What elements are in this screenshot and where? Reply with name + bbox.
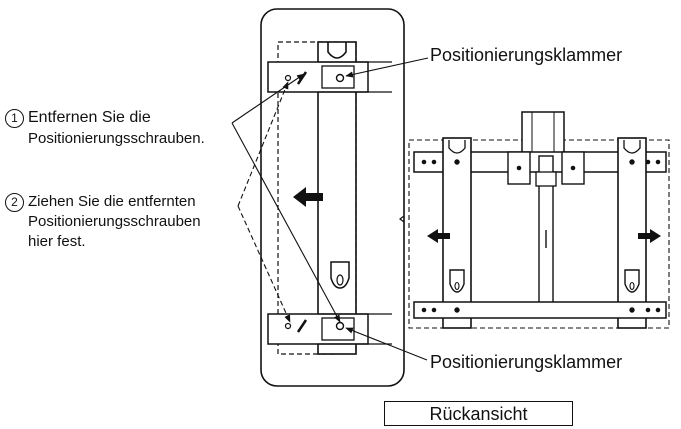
slide-left-arrow-icon bbox=[293, 187, 323, 207]
step2-line1: Ziehen Sie die entfernten bbox=[28, 193, 196, 210]
clamp-bottom-label: Positionierungsklammer bbox=[430, 352, 623, 372]
step2-line2: Positionierungsschrauben bbox=[28, 213, 201, 230]
step1-line2: Positionierungsschrauben. bbox=[28, 130, 205, 147]
clamp-top-label: Positionierungsklammer bbox=[430, 45, 623, 65]
leader-lines bbox=[231, 57, 429, 361]
callout-bracket bbox=[399, 215, 405, 223]
right-rail-arrow-icon bbox=[638, 229, 661, 243]
step1-number: 1 bbox=[5, 109, 24, 128]
rear-view-drawing bbox=[408, 111, 670, 329]
step1-line1: Entfernen Sie die bbox=[28, 109, 151, 126]
rear-view-caption: Rückansicht bbox=[384, 401, 573, 426]
step2-line3: hier fest. bbox=[28, 233, 86, 250]
zoom-callout bbox=[260, 8, 405, 387]
step2-number: 2 bbox=[5, 193, 24, 212]
left-rail-arrow-icon bbox=[427, 229, 450, 243]
